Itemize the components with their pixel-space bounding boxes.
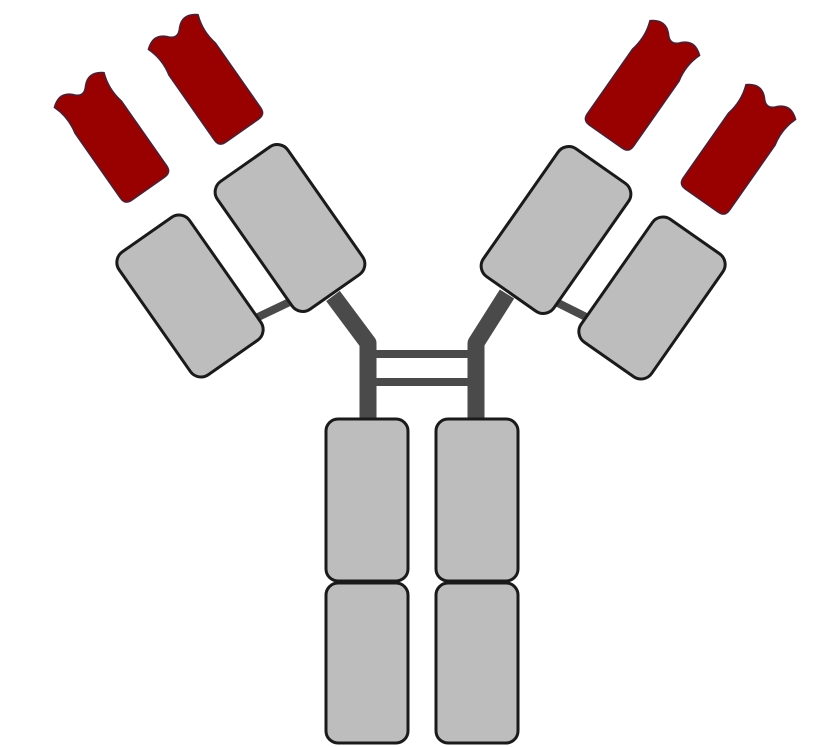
right-ch3-domain (436, 583, 518, 743)
right-heavy-chain-linker (476, 294, 507, 420)
left-heavy-chain-linker (333, 296, 368, 420)
right-ch2-domain (436, 419, 518, 581)
right-light-variable-region (677, 81, 798, 218)
left-light-chain (52, 69, 173, 206)
left-ch2-domain (326, 419, 408, 581)
fc-region (326, 419, 518, 743)
right-light-chain (677, 81, 798, 218)
left-ch3-domain (326, 583, 408, 743)
left-light-variable-region (52, 69, 173, 206)
right-heavy-variable-region (581, 17, 702, 154)
left-heavy-variable-region (146, 11, 267, 148)
right-heavy-chain (581, 17, 702, 154)
left-heavy-chain (146, 11, 267, 148)
